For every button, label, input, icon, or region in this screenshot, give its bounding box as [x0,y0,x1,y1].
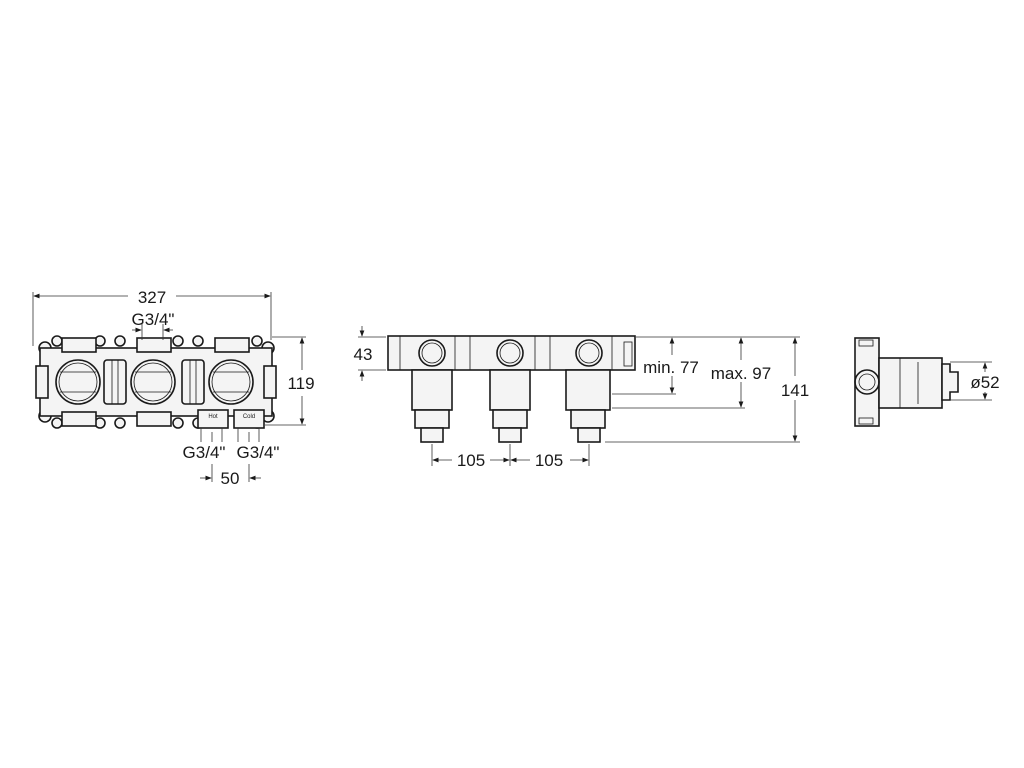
spacing-dimension-2: 105 [535,451,563,470]
port-circle [854,369,880,395]
cold-inlet-dimension: G3/4" [237,443,280,462]
hot-label: Hot [208,414,218,420]
top-connection-dimension: G3/4" [132,310,175,329]
manifold-depth-dimension: 43 [354,345,373,364]
end-view: ø52 [854,337,1000,427]
hot-inlet-dimension: G3/4" [183,443,226,462]
diameter-dimension: ø52 [970,373,999,392]
valve-port-2 [130,359,176,405]
valve-2 [489,339,531,443]
front-view: Hot Cold 327 G3/4" 119 G3/4" G3/4" 50 [32,288,315,488]
valve-port-3 [208,359,254,405]
max-depth-dimension: max. 97 [711,364,771,383]
valve-3 [565,339,611,443]
side-view: 43 min. 77 max. 97 141 105 105 [354,326,809,470]
cold-label: Cold [243,414,255,420]
height-dimension: 119 [287,374,314,393]
valve-1 [411,339,453,443]
total-depth-dimension: 141 [781,381,809,400]
min-depth-dimension: min. 77 [643,358,699,377]
valve-port-1 [55,359,101,405]
overall-width-dimension: 327 [138,288,166,307]
inlet-spacing-dimension: 50 [221,469,240,488]
spacing-dimension-1: 105 [457,451,485,470]
front-body: Hot Cold [35,335,277,429]
